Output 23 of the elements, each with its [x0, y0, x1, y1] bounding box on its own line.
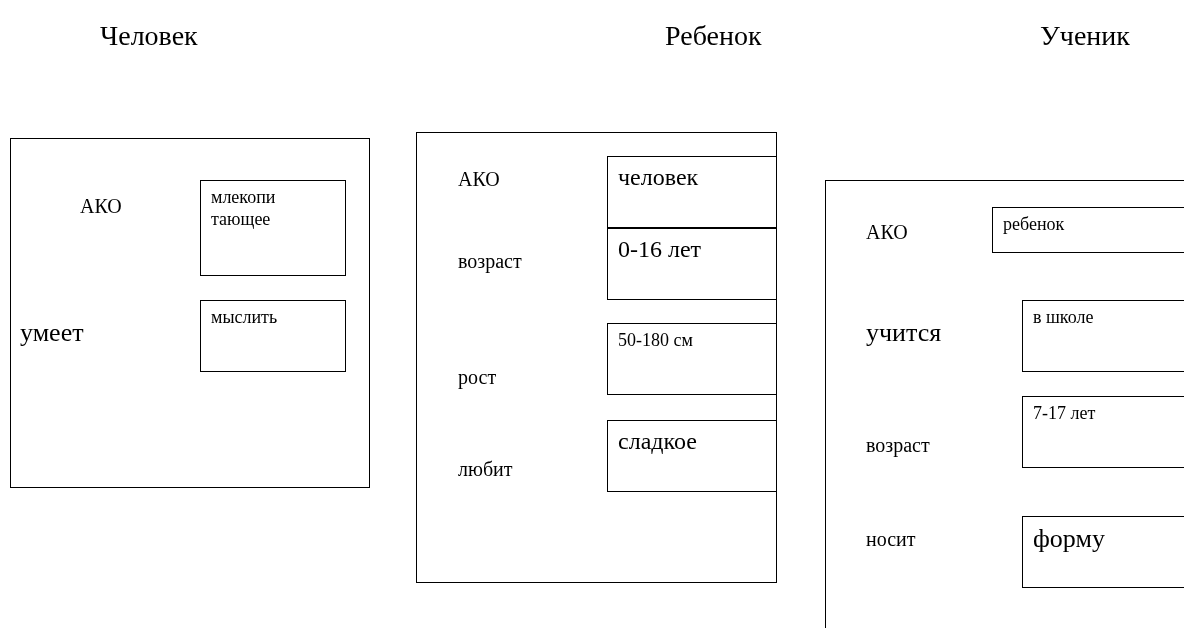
slot-value: мыслить	[200, 300, 346, 372]
slot-name: АКО	[866, 221, 908, 244]
frame-title: Ученик	[1040, 20, 1130, 53]
slot-name: носит	[866, 528, 916, 551]
slot-name: возраст	[866, 434, 930, 457]
frame-title: Человек	[100, 20, 198, 53]
slot-value: 50-180 см	[607, 323, 777, 395]
slot-name: любит	[458, 458, 513, 481]
slot-name: рост	[458, 366, 497, 389]
frame-title: Ребенок	[665, 20, 762, 53]
slot-value: ребенок	[992, 207, 1184, 253]
slot-value: форму	[1022, 516, 1184, 588]
slot-name: возраст	[458, 250, 522, 273]
slot-value: 7-17 лет	[1022, 396, 1184, 468]
slot-value: млекопи тающее	[200, 180, 346, 276]
slot-value: в школе	[1022, 300, 1184, 372]
slot-name: АКО	[80, 195, 122, 218]
slot-value: 0-16 лет	[607, 228, 777, 300]
slot-name: умеет	[20, 318, 84, 348]
slot-value: сладкое	[607, 420, 777, 492]
slot-name: учится	[866, 318, 942, 348]
slot-value: человек	[607, 156, 777, 228]
slot-name: АКО	[458, 168, 500, 191]
